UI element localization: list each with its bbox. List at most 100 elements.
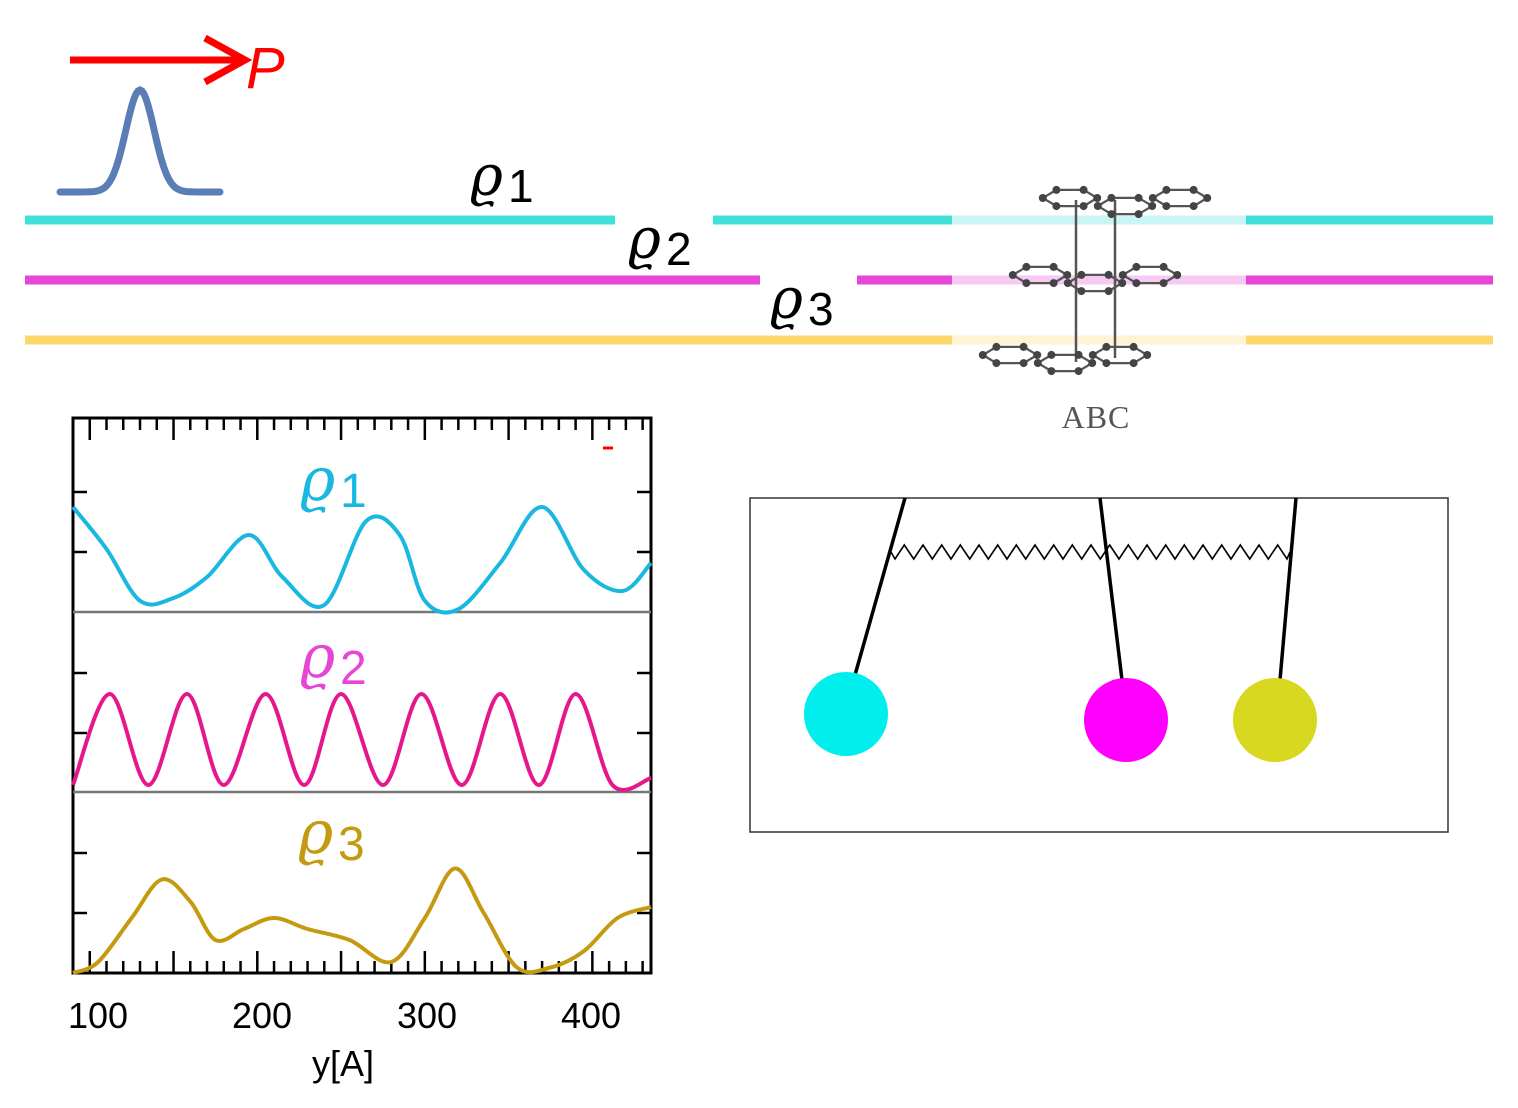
momentum-label: P xyxy=(246,36,285,101)
atom xyxy=(1093,202,1102,210)
x-tick-label: 200 xyxy=(232,995,292,1036)
svg-text:ϱ: ϱ xyxy=(298,798,333,868)
atom xyxy=(1093,194,1102,202)
atom xyxy=(1159,262,1168,271)
atom xyxy=(1088,359,1097,367)
panel-label-rho3: ϱ 3 xyxy=(298,798,365,871)
abc-stacked-graphene-icon xyxy=(978,185,1212,376)
atom xyxy=(1022,262,1031,271)
pendulum-bob-3 xyxy=(1233,678,1317,762)
pendulum-string-2 xyxy=(1098,497,1124,681)
atom xyxy=(1077,287,1086,296)
atom xyxy=(1074,367,1083,376)
atom xyxy=(1049,262,1058,271)
layer-lines xyxy=(25,215,1493,345)
x-tick-label: 100 xyxy=(68,995,128,1036)
atom xyxy=(992,342,1001,351)
svg-text:3: 3 xyxy=(338,818,365,871)
x-tick-label: 400 xyxy=(561,995,621,1036)
atom xyxy=(1049,279,1058,288)
hexagon xyxy=(980,345,1040,365)
atom xyxy=(1159,279,1168,288)
svg-text:3: 3 xyxy=(808,283,834,335)
atom xyxy=(1102,359,1111,368)
atom xyxy=(1033,359,1042,367)
atom xyxy=(978,351,987,359)
atom xyxy=(1104,270,1113,279)
svg-text:ϱ: ϱ xyxy=(628,207,661,272)
panel-label-rho1: ϱ 1 xyxy=(300,445,367,518)
atom xyxy=(1189,202,1198,211)
atom xyxy=(1074,350,1083,359)
atom xyxy=(1063,279,1072,287)
svg-text:ϱ: ϱ xyxy=(300,622,335,692)
density-plot: ϱ 1 ϱ 2 ϱ 3 100 200 300 400 y[A] xyxy=(68,416,653,1084)
stacking-label: ABC xyxy=(1062,399,1131,435)
atom xyxy=(1022,279,1031,288)
layer-3-label: ϱ 3 xyxy=(770,267,834,335)
atom xyxy=(1134,193,1143,202)
pendulum-string-3 xyxy=(1278,497,1298,681)
atom xyxy=(1173,271,1182,279)
svg-text:ϱ: ϱ xyxy=(470,144,503,209)
x-tick-label: 300 xyxy=(397,995,457,1036)
atom xyxy=(1077,270,1086,279)
atom xyxy=(1033,351,1042,359)
atom xyxy=(1088,351,1097,359)
wavepacket-curve xyxy=(56,86,224,196)
hexagon xyxy=(1095,196,1155,216)
atom xyxy=(1104,287,1113,296)
pendulum-bob-1 xyxy=(804,672,888,756)
svg-text:1: 1 xyxy=(340,465,367,518)
series-rho2-line xyxy=(71,691,652,792)
atom xyxy=(1148,194,1157,202)
atom xyxy=(1143,351,1152,359)
hexagon xyxy=(1150,188,1210,208)
atom xyxy=(1019,359,1028,368)
atom xyxy=(1008,271,1017,279)
atom xyxy=(992,359,1001,368)
atom xyxy=(1132,262,1141,271)
atom xyxy=(1129,342,1138,351)
atom xyxy=(1047,367,1056,376)
atom xyxy=(1162,185,1171,194)
atom xyxy=(1079,202,1088,211)
spring-coupling xyxy=(890,543,1291,561)
hexagon xyxy=(1040,188,1100,208)
svg-text:2: 2 xyxy=(340,642,367,695)
atom xyxy=(1107,210,1116,219)
pendulum-string-1 xyxy=(853,497,907,676)
atom xyxy=(1118,271,1127,279)
atom xyxy=(1203,194,1212,202)
atom xyxy=(1063,271,1072,279)
atom xyxy=(1129,359,1138,368)
plot-minor-ticks xyxy=(88,418,644,973)
layer-2-label: ϱ 2 xyxy=(628,207,692,275)
series-rho1-line xyxy=(71,505,653,615)
atom xyxy=(1047,350,1056,359)
atom xyxy=(1107,193,1116,202)
hexagon xyxy=(1035,353,1095,373)
layer-1-label: ϱ 1 xyxy=(470,144,534,212)
atom xyxy=(1162,202,1171,211)
svg-text:ϱ: ϱ xyxy=(770,267,803,332)
atom xyxy=(1134,210,1143,219)
atom xyxy=(1038,194,1047,202)
atom xyxy=(1148,202,1157,210)
atom xyxy=(1189,185,1198,194)
atom xyxy=(1118,279,1127,287)
pendulum-bob-2 xyxy=(1084,678,1168,762)
svg-text:ϱ: ϱ xyxy=(300,445,335,515)
pendulum-frame xyxy=(749,497,1449,833)
x-axis-label: y[A] xyxy=(312,1043,374,1084)
coupled-pendulums-diagram xyxy=(749,497,1449,833)
atom xyxy=(1052,185,1061,194)
panel-label-rho2: ϱ 2 xyxy=(300,622,367,695)
series-rho3-line xyxy=(72,866,652,975)
plot-y-ticks xyxy=(73,490,651,915)
svg-text:2: 2 xyxy=(666,223,692,275)
atom xyxy=(1079,185,1088,194)
hexagon xyxy=(1090,345,1150,365)
atom xyxy=(1102,342,1111,351)
